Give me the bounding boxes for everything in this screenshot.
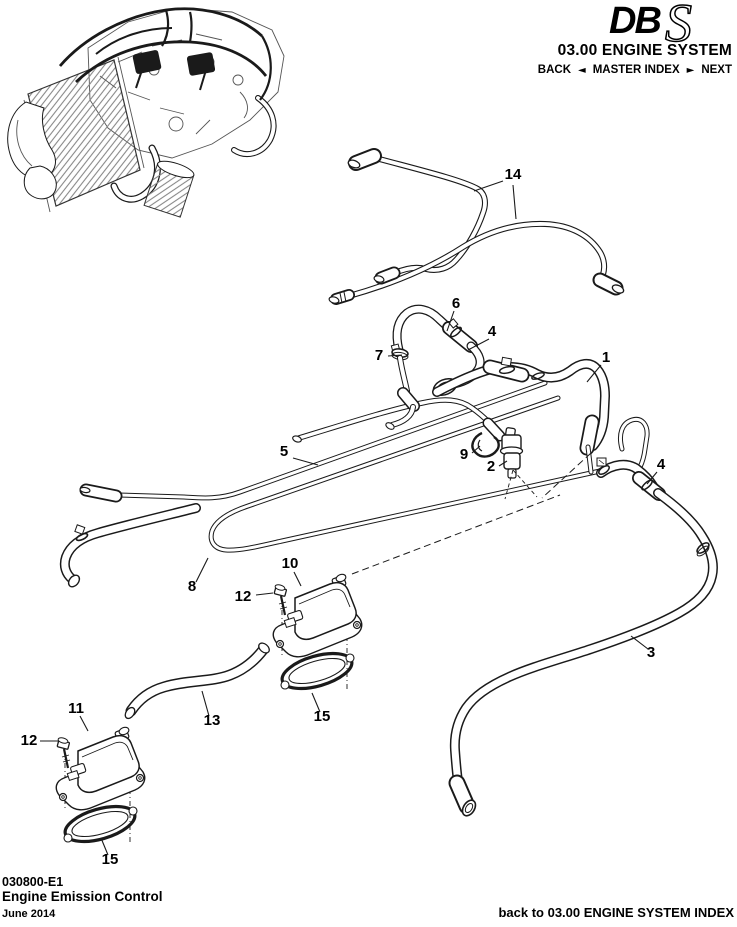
emission-harness-highlight [58,7,272,101]
part-11-purge-valve-assembly [54,724,147,850]
nav-master-index-button[interactable]: MASTER INDEX [592,64,680,76]
callout-8: 8 [188,578,196,595]
callout-12-lower: 12 [21,732,38,749]
part-5-evap-pipe [79,380,548,503]
nav-back-button[interactable]: BACK [537,64,572,76]
back-to-index-link[interactable]: back to 03.00 ENGINE SYSTEM INDEX [498,905,734,920]
part-2-check-valve-feed [292,397,524,479]
nav-next-button[interactable]: NEXT [701,64,732,76]
part-3-hose-assembly [448,416,718,817]
logo-s-outline-text: S [665,0,692,48]
footer-document-info: 030800-E1 Engine Emission Control June 2… [2,875,163,921]
part-10-purge-valve-assembly [272,573,363,692]
document-date: June 2014 [2,907,56,920]
callout-2: 2 [487,458,495,475]
section-title: 03.00 ENGINE SYSTEM [557,42,732,59]
callout-5: 5 [280,443,288,460]
callout-leaders [40,180,658,856]
next-arrow-icon: ► [686,65,695,76]
alignment-lines [351,452,592,575]
callout-6: 6 [452,295,460,312]
callout-11: 11 [68,700,84,717]
dbs-logo: DB S [609,0,693,48]
part-8-evap-pipe [59,395,603,588]
callout-10: 10 [282,555,299,572]
part-1-hose [432,356,610,475]
logo-db-text: DB [609,0,661,42]
part-15-gasket [280,651,355,691]
part-12-bolt [273,584,288,616]
callout-1: 1 [602,349,610,366]
document-title: Engine Emission Control [2,889,163,905]
callout-14: 14 [505,166,522,183]
callout-4-right: 4 [657,456,666,473]
part-9-clip [471,431,500,458]
callout-12-upper: 12 [235,588,252,605]
callout-7: 7 [375,347,383,364]
back-arrow-icon: ◄ [578,65,586,76]
header-nav: BACK ◄ MASTER INDEX ► NEXT [538,64,732,76]
callout-15-lower: 15 [102,851,119,868]
part-2-valve [499,427,524,479]
engine-thumbnail-illustration [7,7,285,218]
callout-9: 9 [460,446,468,463]
callout-15-upper: 15 [314,708,331,725]
callout-4-upper: 4 [488,323,497,340]
part-6-lower-stub [385,355,420,430]
part-14-vacuum-pipe [328,148,625,305]
part-13-hose [124,642,270,720]
document-code: 030800-E1 [2,875,64,889]
callout-13: 13 [204,712,221,729]
callout-3: 3 [647,644,655,661]
